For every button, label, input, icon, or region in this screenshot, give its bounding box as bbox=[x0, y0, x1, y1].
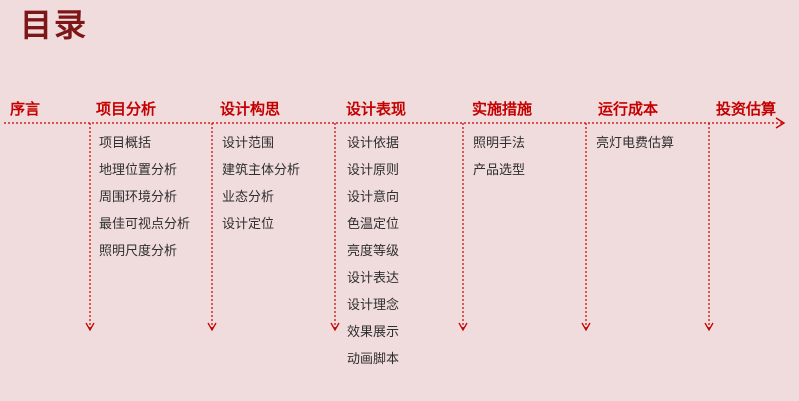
section-items-project-analysis: 项目概括 地理位置分析 周围环境分析 最佳可视点分析 照明尺度分析 bbox=[99, 130, 190, 265]
list-item[interactable]: 项目概括 bbox=[99, 136, 152, 151]
arrow-down-icon bbox=[330, 123, 340, 337]
section-items-design-expression: 设计依据 设计原则 设计意向 色温定位 亮度等级 设计表达 设计理念 效果展示 … bbox=[347, 130, 399, 373]
list-item[interactable]: 照明尺度分析 bbox=[99, 244, 178, 259]
section-title-operating-cost[interactable]: 运行成本 bbox=[598, 100, 659, 118]
list-item[interactable]: 设计表达 bbox=[347, 271, 400, 286]
list-item[interactable]: 亮灯电费估算 bbox=[596, 136, 675, 151]
arrow-down-icon bbox=[458, 123, 468, 337]
list-item[interactable]: 色温定位 bbox=[347, 217, 400, 232]
section-title-preface[interactable]: 序言 bbox=[10, 100, 41, 118]
list-item[interactable]: 照明手法 bbox=[473, 136, 526, 151]
list-item[interactable]: 建筑主体分析 bbox=[222, 163, 301, 178]
arrow-down-icon bbox=[207, 123, 217, 337]
page-title: 目录 bbox=[20, 6, 89, 44]
section-items-implementation: 照明手法 产品选型 bbox=[473, 130, 525, 184]
list-item[interactable]: 产品选型 bbox=[473, 163, 526, 178]
section-title-design-expression[interactable]: 设计表现 bbox=[346, 100, 407, 118]
list-item[interactable]: 设计原则 bbox=[347, 163, 400, 178]
list-item[interactable]: 亮度等级 bbox=[347, 244, 400, 259]
list-item[interactable]: 效果展示 bbox=[347, 325, 400, 340]
list-item[interactable]: 最佳可视点分析 bbox=[99, 217, 191, 232]
section-title-project-analysis[interactable]: 项目分析 bbox=[96, 100, 157, 118]
list-item[interactable]: 设计依据 bbox=[347, 136, 400, 151]
section-items-design-concept: 设计范围 建筑主体分析 业态分析 设计定位 bbox=[222, 130, 300, 238]
arrow-down-icon bbox=[85, 123, 95, 337]
list-item[interactable]: 设计范围 bbox=[222, 136, 275, 151]
section-items-operating-cost: 亮灯电费估算 bbox=[596, 130, 674, 157]
section-title-implementation[interactable]: 实施措施 bbox=[472, 100, 533, 118]
timeline-horizontal bbox=[0, 116, 790, 130]
list-item[interactable]: 设计意向 bbox=[347, 190, 400, 205]
list-item[interactable]: 业态分析 bbox=[222, 190, 275, 205]
section-title-design-concept[interactable]: 设计构思 bbox=[220, 100, 281, 118]
list-item[interactable]: 周围环境分析 bbox=[99, 190, 178, 205]
arrow-down-icon bbox=[704, 123, 714, 337]
list-item[interactable]: 地理位置分析 bbox=[99, 163, 178, 178]
list-item[interactable]: 设计理念 bbox=[347, 298, 400, 313]
section-title-investment-estimate[interactable]: 投资估算 bbox=[716, 100, 777, 118]
list-item[interactable]: 动画脚本 bbox=[347, 352, 400, 367]
list-item[interactable]: 设计定位 bbox=[222, 217, 275, 232]
arrow-down-icon bbox=[581, 123, 591, 337]
